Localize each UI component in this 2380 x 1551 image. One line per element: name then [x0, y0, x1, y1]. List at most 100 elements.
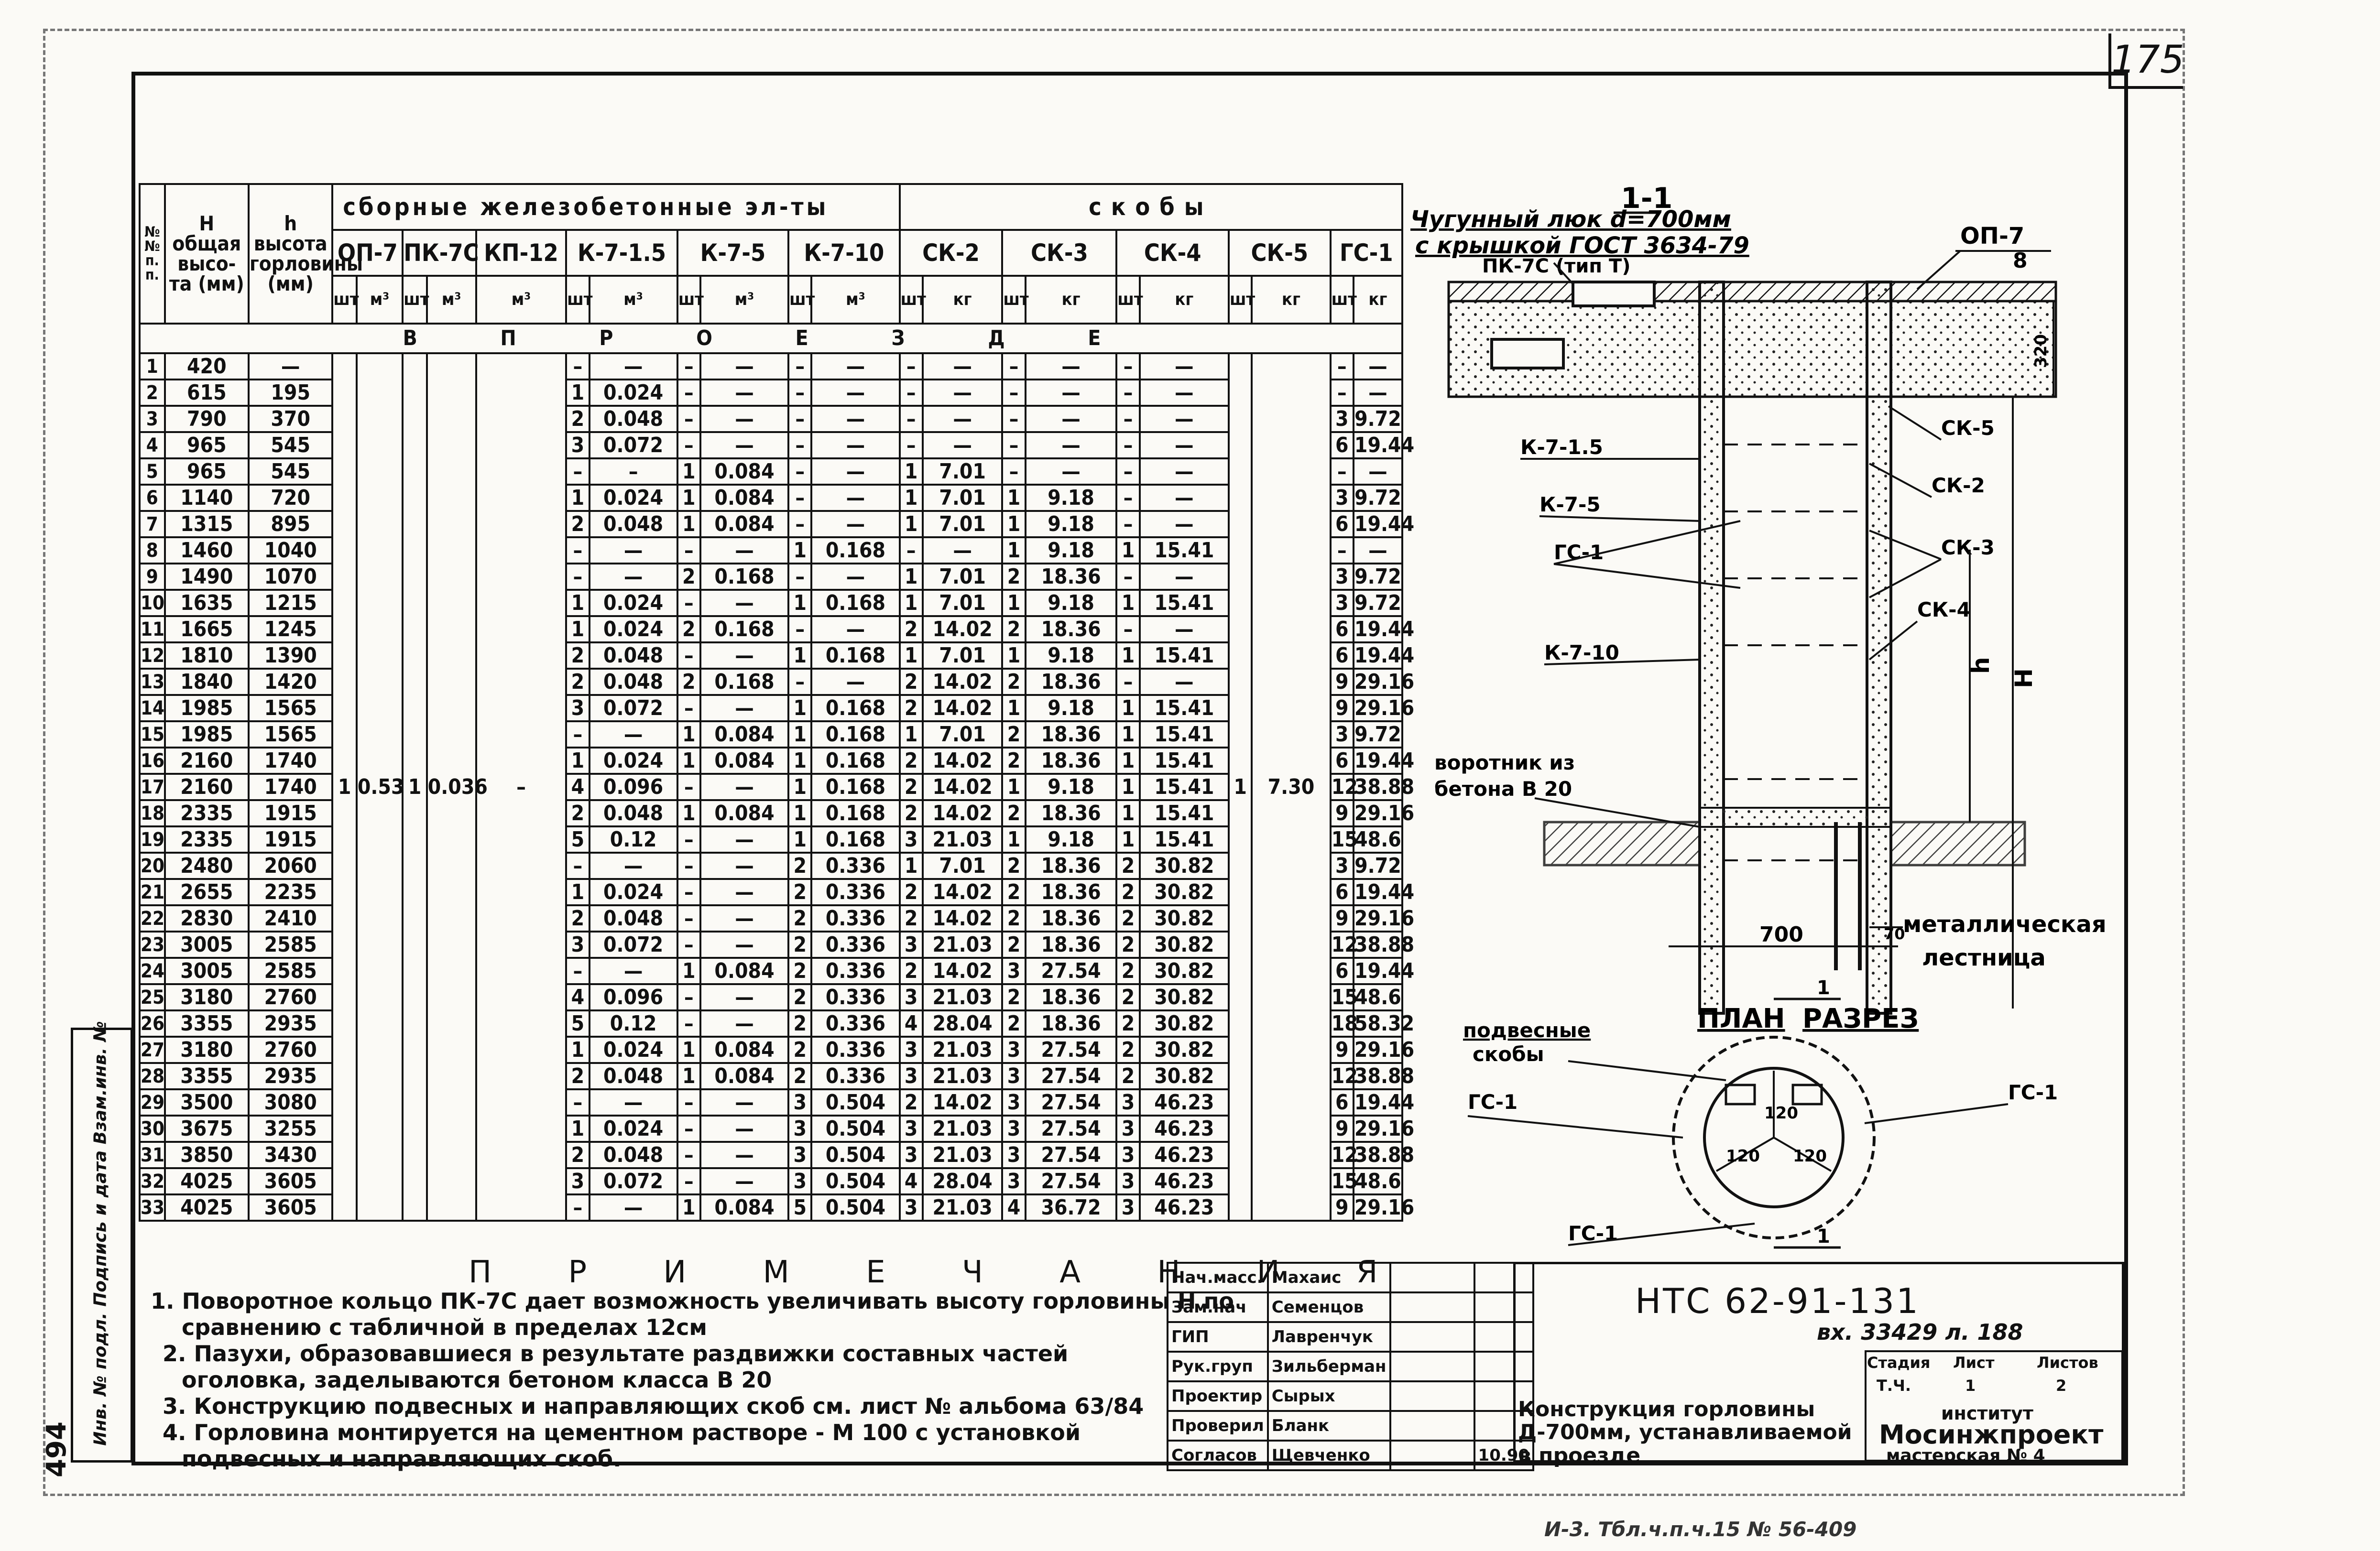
table-cell: 9.18 [1024, 484, 1118, 512]
stamp-role: Рук.груп [1167, 1351, 1269, 1382]
table-cell: — [810, 668, 901, 696]
table-cell: 6 [1329, 431, 1354, 459]
table-cell: 3 [787, 1141, 813, 1169]
table-cell: — [699, 1115, 790, 1143]
table-cell: 1 [898, 589, 924, 617]
note-2-cont: оголовка, заделываются бетоном класса В … [182, 1367, 772, 1393]
table-cell: — [810, 352, 901, 380]
table-cell: 4 [565, 983, 590, 1011]
table-cell: — [1138, 668, 1230, 696]
stamp-row: Нач.масс.Махаис [1167, 1262, 1535, 1293]
table-cell: — [1138, 563, 1230, 591]
row-number: 14 [139, 694, 166, 722]
table-cell: 2 [1001, 563, 1026, 591]
merged-cell: 0.036 [426, 352, 488, 1222]
table-cell: 46.23 [1138, 1088, 1230, 1117]
row-h: 2585 [247, 931, 334, 959]
dim-h: h [1967, 657, 1995, 674]
table-cell: 1 [565, 615, 590, 643]
table-cell: — [699, 379, 790, 407]
note-4-cont: подвесных и направляющих скоб. [182, 1446, 622, 1472]
table-cell: 1 [898, 563, 924, 591]
row-h: 545 [247, 431, 334, 459]
table-cell: 1 [565, 1115, 590, 1143]
table-cell: — [1138, 457, 1230, 486]
table-cell: 14.02 [921, 694, 1004, 722]
row-number: 17 [139, 773, 166, 801]
table-cell: — [699, 983, 790, 1011]
stage-header: Стадия [1867, 1354, 1931, 1372]
table-cell: 1 [787, 799, 813, 827]
table-cell: 29.16 [1352, 799, 1414, 827]
unit-header: шт [331, 275, 359, 325]
row-H: 1315 [164, 510, 250, 538]
table-cell: 46.23 [1138, 1115, 1230, 1143]
table-cell: 0.084 [699, 510, 790, 538]
table-cell: 0.048 [588, 1062, 678, 1090]
table-cell: – [787, 484, 813, 512]
table-cell: 21.03 [921, 983, 1004, 1011]
stamp-name: Сырых [1266, 1380, 1391, 1412]
table-cell: 3 [1115, 1141, 1141, 1169]
table-cell: – [676, 641, 701, 670]
table-cell: 3 [898, 1062, 924, 1090]
table-cell: 2 [898, 904, 924, 933]
table-cell: 30.82 [1138, 957, 1230, 985]
table-cell: 18.36 [1024, 852, 1118, 880]
table-cell: – [1329, 536, 1354, 564]
table-cell: – [787, 563, 813, 591]
label-sk3: СК-3 [1941, 536, 1995, 559]
table-cell: 29.16 [1352, 1036, 1414, 1064]
table-cell: — [588, 957, 678, 985]
table-cell: — [1024, 405, 1118, 433]
col-n-header: № № п. п. [139, 183, 166, 325]
table-cell: — [1138, 405, 1230, 433]
row-H: 1985 [164, 694, 250, 722]
table-cell: 0.336 [810, 1009, 901, 1038]
table-cell: – [565, 852, 590, 880]
table-cell: 0.084 [699, 457, 790, 486]
gs-right: ГС-1 [2008, 1081, 2058, 1104]
table-cell: 18.36 [1024, 983, 1118, 1011]
row-number: 7 [139, 510, 166, 538]
table-cell: 0.12 [588, 825, 678, 854]
table-cell: 0.048 [588, 641, 678, 670]
table-cell: 1 [565, 1036, 590, 1064]
row-number: 10 [139, 589, 166, 617]
table-cell: – [676, 352, 701, 380]
table-cell: 0.024 [588, 379, 678, 407]
table-cell: — [699, 1009, 790, 1038]
table-cell: – [787, 615, 813, 643]
table-cell: 1 [565, 747, 590, 775]
table-cell: 0.024 [588, 589, 678, 617]
table-cell: 2 [1001, 878, 1026, 906]
table-cell: 2 [1001, 931, 1026, 959]
table-cell: – [565, 457, 590, 486]
stamp-signature [1389, 1291, 1475, 1323]
table-cell: 48.6 [1352, 983, 1404, 1011]
table-cell: — [588, 1193, 678, 1222]
table-cell: – [1329, 379, 1354, 407]
table-cell: – [676, 1141, 701, 1169]
table-cell: 3 [565, 931, 590, 959]
table-cell: 29.16 [1352, 904, 1414, 933]
table-cell: – [676, 694, 701, 722]
table-cell: — [699, 694, 790, 722]
table-cell: 1 [1115, 536, 1141, 564]
table-cell: 1 [676, 799, 701, 827]
table-cell: 2 [898, 1088, 924, 1117]
group-header-elements: сборные железобетонные эл-ты [331, 183, 901, 231]
table-cell: — [588, 536, 678, 564]
table-cell: – [787, 431, 813, 459]
table-cell: – [676, 1167, 701, 1195]
table-cell: 21.03 [921, 1141, 1004, 1169]
row-number: 26 [139, 1009, 166, 1038]
row-H: 1140 [164, 484, 250, 512]
table-cell: 18.36 [1024, 878, 1118, 906]
table-cell: – [676, 931, 701, 959]
table-cell: 3 [1115, 1115, 1141, 1143]
